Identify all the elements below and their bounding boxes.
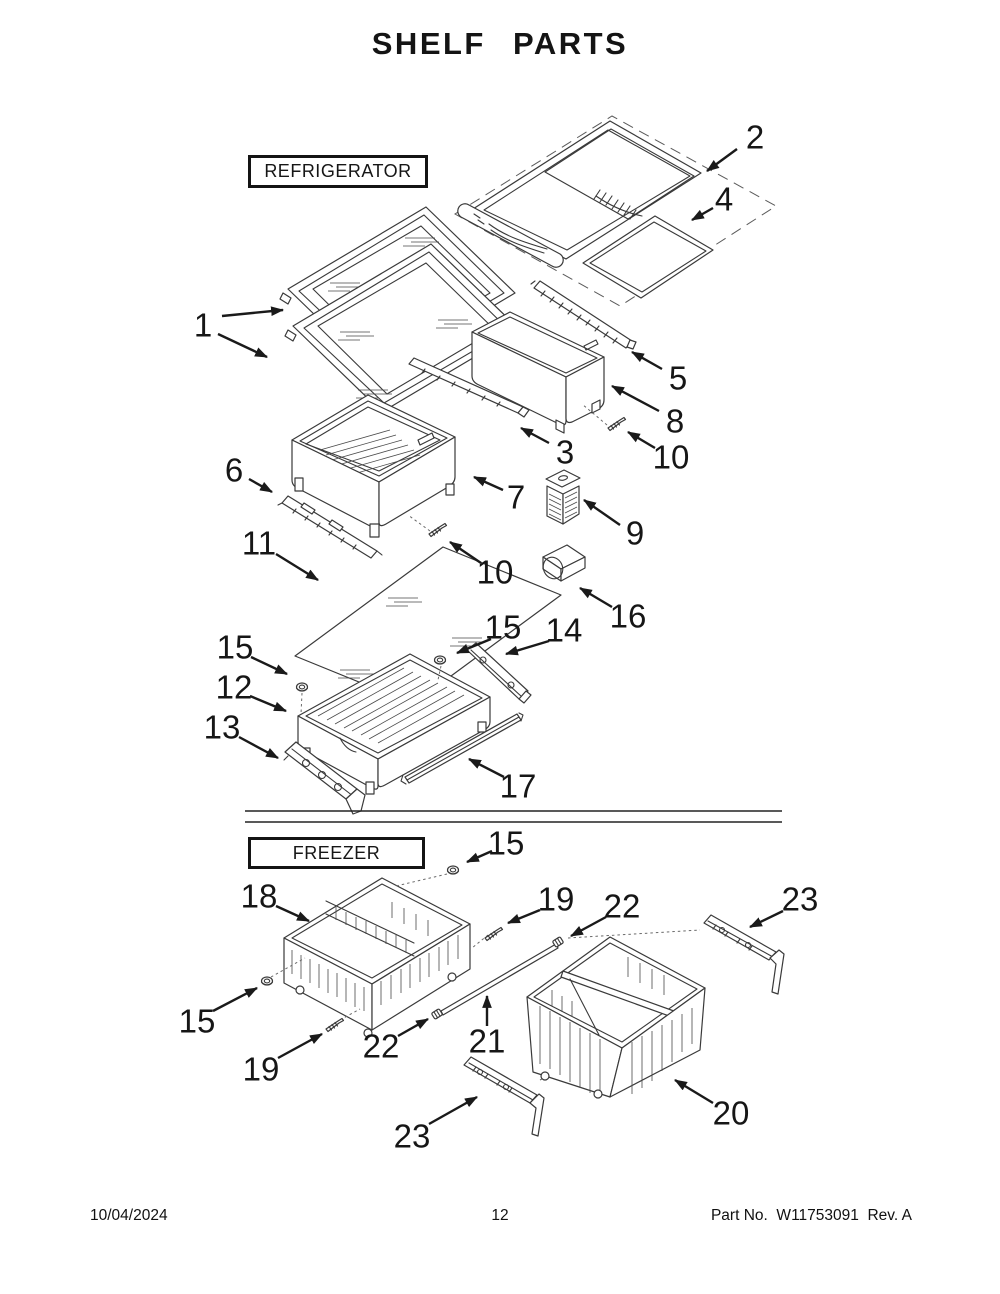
callout-22-arrow	[397, 1017, 429, 1038]
callout-7-arrow	[473, 475, 504, 492]
callout-15-arrow	[466, 849, 493, 864]
callout-1-arrow	[217, 332, 268, 359]
callout-15-label: 15	[216, 628, 254, 666]
callout-18-arrow	[275, 904, 310, 923]
callout-11-label: 11	[241, 524, 277, 562]
callout-19-arrow	[506, 908, 541, 925]
section-divider	[245, 810, 782, 823]
part-6-drawer-rail	[277, 495, 383, 559]
part-23-rail-upper	[703, 914, 785, 995]
callout-22-label: 22	[603, 887, 641, 925]
callout-9-label: 9	[625, 514, 645, 552]
callout-23-arrow	[749, 909, 784, 929]
callout-1-label: 1	[193, 306, 213, 344]
part-9-air-filter	[545, 469, 581, 525]
footer-part-number: Part No. W11753091 Rev. A	[710, 1207, 912, 1224]
callout-2-label: 2	[745, 118, 765, 156]
callout-17-label: 17	[499, 767, 537, 805]
callout-17-arrow	[468, 757, 505, 779]
part-16-bin-insert	[542, 544, 586, 582]
part-8-deli-bin	[471, 311, 605, 434]
part-20-freezer-bin	[526, 936, 706, 1099]
page-title: SHELF PARTS	[371, 26, 629, 61]
callout-15-label: 15	[178, 1002, 216, 1040]
part-15-grommet-right	[433, 655, 447, 681]
callout-11-arrow	[275, 552, 319, 582]
part-15-grommet-bottom	[260, 957, 306, 986]
callout-15-arrow	[250, 655, 288, 676]
callout-12-arrow	[249, 694, 287, 713]
callout-arrows	[212, 148, 784, 1126]
callout-18-label: 18	[240, 877, 278, 915]
callout-6-arrow	[248, 477, 273, 494]
callout-15-label: 15	[484, 608, 522, 646]
callout-15-arrow	[212, 986, 258, 1013]
part-12-pantry-drawer	[297, 653, 491, 795]
part-13-slide-rail	[283, 741, 366, 815]
part-19-screw-lower	[325, 1008, 361, 1033]
callout-4-arrow	[691, 206, 714, 222]
part-23-rail-lower	[463, 1056, 545, 1137]
part-2-shelf-assembly	[457, 120, 702, 268]
part-19-screw-upper	[471, 926, 504, 949]
callout-23-label: 23	[781, 880, 819, 918]
callout-19-arrow	[277, 1032, 323, 1060]
part-1-glass-shelves	[279, 206, 521, 413]
part-15-grommet-left	[295, 682, 309, 715]
callout-16-label: 16	[609, 597, 647, 635]
part-10-screw-lower	[407, 514, 448, 538]
callout-4-label: 4	[714, 180, 734, 218]
callout-8-label: 8	[665, 402, 685, 440]
callout-23-label: 23	[393, 1117, 431, 1155]
part-17-trim	[400, 712, 524, 785]
part-3-shelf-trim	[408, 357, 530, 418]
callout-3-label: 3	[555, 433, 575, 471]
dashed-plane	[454, 115, 777, 307]
part-4-glass-insert	[582, 215, 714, 299]
callout-15-arrow	[455, 637, 492, 655]
callout-9-arrow	[583, 499, 621, 526]
callout-10-arrow	[627, 430, 656, 450]
callout-12-label: 12	[215, 668, 253, 706]
callout-2-arrow	[706, 148, 738, 172]
callout-22-arrow	[570, 915, 607, 938]
callout-20-label: 20	[712, 1094, 750, 1132]
callout-7-label: 7	[506, 478, 526, 516]
callout-16-arrow	[579, 586, 613, 609]
callout-13-label: 13	[203, 708, 241, 746]
part-15-grommet-top	[395, 865, 460, 887]
part-5-shelf-rail	[530, 280, 637, 350]
refrigerator-section-label: REFRIGERATOR	[248, 155, 428, 188]
callout-5-label: 5	[668, 359, 688, 397]
callout-14-arrow	[504, 639, 550, 656]
callout-10-label: 10	[476, 553, 514, 591]
callout-20-arrow	[674, 1078, 714, 1105]
callout-14-label: 14	[545, 611, 583, 649]
callout-1-arrow	[221, 306, 285, 318]
callout-21-label: 21	[468, 1022, 506, 1060]
callout-6-label: 6	[224, 451, 244, 489]
callout-13-arrow	[238, 735, 279, 760]
callout-10-arrow	[449, 541, 482, 564]
freezer-section-label: FREEZER	[248, 837, 425, 869]
callout-10-label: 10	[652, 438, 690, 476]
part-18-freezer-basket	[283, 877, 471, 1038]
callout-22-label: 22	[362, 1027, 400, 1065]
callout-19-label: 19	[537, 880, 575, 918]
callout-8-arrow	[611, 384, 660, 413]
callout-5-arrow	[631, 350, 663, 371]
callout-23-arrow	[428, 1095, 478, 1126]
callout-3-arrow	[520, 426, 550, 445]
callout-15-label: 15	[487, 824, 525, 862]
part-7-crisper-drawer	[291, 394, 456, 538]
footer-date: 10/04/2024	[90, 1207, 168, 1224]
callout-19-label: 19	[242, 1050, 280, 1088]
footer-page-number: 12	[491, 1207, 509, 1224]
